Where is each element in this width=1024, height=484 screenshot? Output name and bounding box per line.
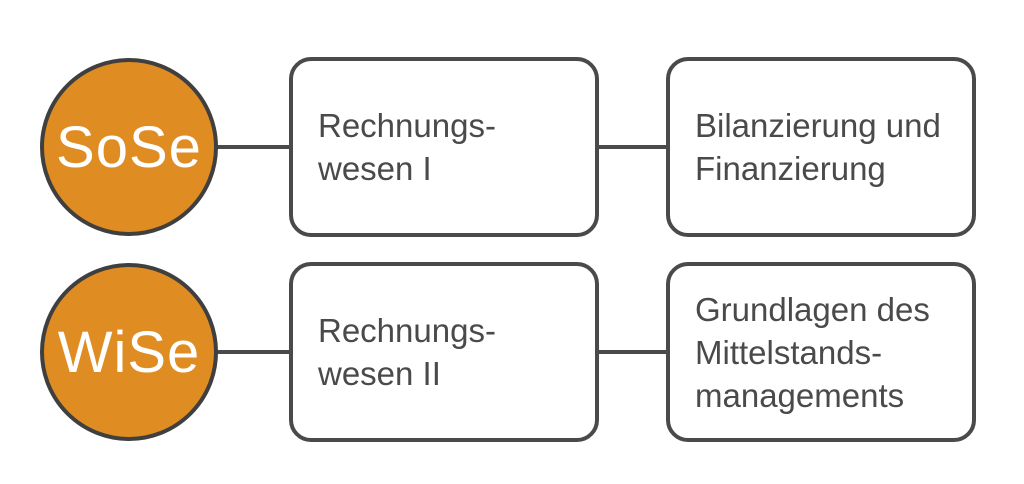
course-label: Rechnungs- wesen II [318,312,496,392]
semester-label: SoSe [56,114,202,180]
course-box-rechnungswesen-1: Rechnungs- wesen I [289,57,599,237]
course-label: Bilanzierung und Finanzierung [695,107,941,187]
course-box-mittelstandsmanagement: Grundlagen des Mittelstands- managements [666,262,976,442]
connector-line [210,145,295,149]
course-box-bilanzierung: Bilanzierung und Finanzierung [666,57,976,237]
semester-circle-wise: WiSe [40,263,218,441]
semester-label: WiSe [57,319,201,385]
connector-line [594,145,672,149]
course-label: Rechnungs- wesen I [318,107,496,187]
semester-circle-sose: SoSe [40,58,218,236]
course-box-rechnungswesen-2: Rechnungs- wesen II [289,262,599,442]
course-label: Grundlagen des Mittelstands- managements [695,290,930,414]
connector-line [594,350,672,354]
connector-line [210,350,295,354]
